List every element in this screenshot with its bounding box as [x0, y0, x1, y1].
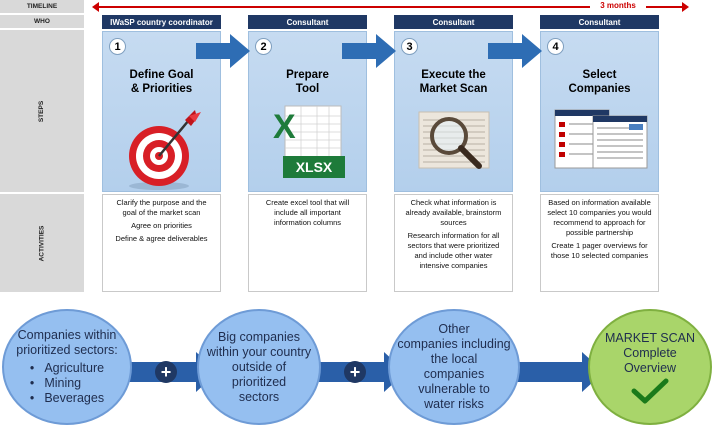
- circle-market-scan-overview: MARKET SCAN Complete Overview: [588, 309, 712, 425]
- step-title: Execute the Market Scan: [419, 69, 488, 95]
- step-title: Prepare Tool: [286, 69, 329, 95]
- target-icon: [129, 110, 201, 190]
- timeline-row-label: TIMELINE: [0, 0, 84, 13]
- timeline-left-arrow-icon: [92, 2, 99, 12]
- step-number: 3: [401, 38, 418, 55]
- list-item: Agriculture: [30, 361, 104, 376]
- step-card-3: 3 Execute the Market Scan: [394, 31, 513, 192]
- circle-other-companies: Other companies including the local comp…: [388, 309, 520, 425]
- activities-step-4: Based on information available select 10…: [540, 194, 659, 292]
- step-number: 4: [547, 38, 564, 55]
- activities-step-1: Clarify the purpose and the goal of the …: [102, 194, 221, 292]
- activities-step-3: Check what information is already availa…: [394, 194, 513, 292]
- circle-prioritized-sectors: Companies within prioritized sectors: Ag…: [2, 309, 132, 425]
- step-number: 2: [255, 38, 272, 55]
- who-step-4: Consultant: [540, 15, 659, 29]
- step-card-1: 1 Define Goal & Priorities: [102, 31, 221, 192]
- plus-icon: +: [344, 361, 366, 383]
- who-row-label: WHO: [0, 15, 84, 28]
- activities-step-2: Create excel tool that will include all …: [248, 194, 367, 292]
- timeline-right-arrow-icon: [682, 2, 689, 12]
- excel-icon: X XLSX: [273, 105, 345, 178]
- who-step-3: Consultant: [394, 15, 513, 29]
- document-icon: [554, 109, 648, 169]
- who-step-1: IWaSP country coordinator: [102, 15, 221, 29]
- step-arrow-icon: [342, 34, 396, 68]
- svg-text:X: X: [273, 108, 296, 146]
- list-item: Beverages: [30, 391, 104, 406]
- who-step-2: Consultant: [248, 15, 367, 29]
- steps-row-label: STEPS: [0, 30, 84, 192]
- activities-row-label: ACTIVITIES: [0, 194, 84, 292]
- step-title: Select Companies: [568, 69, 631, 95]
- circle-big-companies: Big companies within your country outsid…: [197, 309, 321, 425]
- timeline-line: [96, 6, 684, 8]
- step-card-4: 4 Select Companies: [540, 31, 659, 192]
- step-arrow-icon: [488, 34, 542, 68]
- step-number: 1: [109, 38, 126, 55]
- flow-arrow-icon: [508, 352, 604, 392]
- plus-icon: +: [155, 361, 177, 383]
- step-title: Define Goal & Priorities: [129, 69, 194, 95]
- step-arrow-icon: [196, 34, 250, 68]
- xlsx-label: XLSX: [296, 159, 333, 175]
- checkmark-icon: [631, 378, 669, 403]
- magnifier-icon: [418, 111, 490, 169]
- list-item: Mining: [30, 376, 104, 391]
- timeline-duration: 3 months: [590, 0, 646, 12]
